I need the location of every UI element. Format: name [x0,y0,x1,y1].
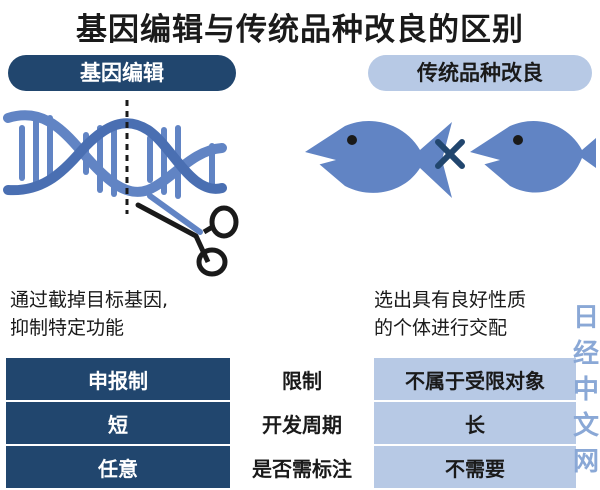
watermark-char: 网 [573,447,600,477]
gene-editing-description: 通过截掉目标基因, 抑制特定功能 [10,286,168,342]
watermark: 日 经 中 文 网 [573,300,600,480]
table-row: 任意 是否需标注 不需要 [4,444,578,490]
description-line: 抑制特定功能 [10,317,125,339]
description-line: 通过截掉目标基因, [10,289,169,311]
traditional-breeding-description: 选出具有良好性质 的个体进行交配 [374,286,526,342]
traditional-breeding-label: 传统品种改良 [368,55,592,91]
table-row: 短 开发周期 长 [4,400,578,446]
gene-editing-label: 基因编辑 [8,55,236,91]
watermark-char: 文 [573,411,600,441]
dna-helix-icon [3,110,227,199]
fish-icon [470,120,596,193]
traditional-cell: 长 [372,400,578,446]
gene-editing-cell: 任意 [4,444,232,490]
watermark-char: 日 [573,303,600,333]
fish-icon [305,120,452,198]
comparison-table: 申报制 限制 不属于受限对象 短 开发周期 长 任意 是否需标注 不需要 [4,356,578,490]
table-row: 申报制 限制 不属于受限对象 [4,356,578,402]
criterion-cell: 限制 [230,356,374,402]
page-title: 基因编辑与传统品种改良的区别 [76,12,524,48]
watermark-char: 经 [573,339,600,369]
traditional-cell: 不属于受限对象 [372,356,578,402]
watermark-char: 中 [573,375,600,405]
traditional-cell: 不需要 [372,444,578,490]
criterion-cell: 是否需标注 [230,444,374,490]
gene-editing-cell: 申报制 [4,356,232,402]
description-line: 的个体进行交配 [374,317,508,339]
scissors-icon [135,193,239,277]
criterion-cell: 开发周期 [230,400,374,446]
gene-editing-cell: 短 [4,400,232,446]
cross-icon [435,139,465,169]
description-line: 选出具有良好性质 [374,289,527,311]
